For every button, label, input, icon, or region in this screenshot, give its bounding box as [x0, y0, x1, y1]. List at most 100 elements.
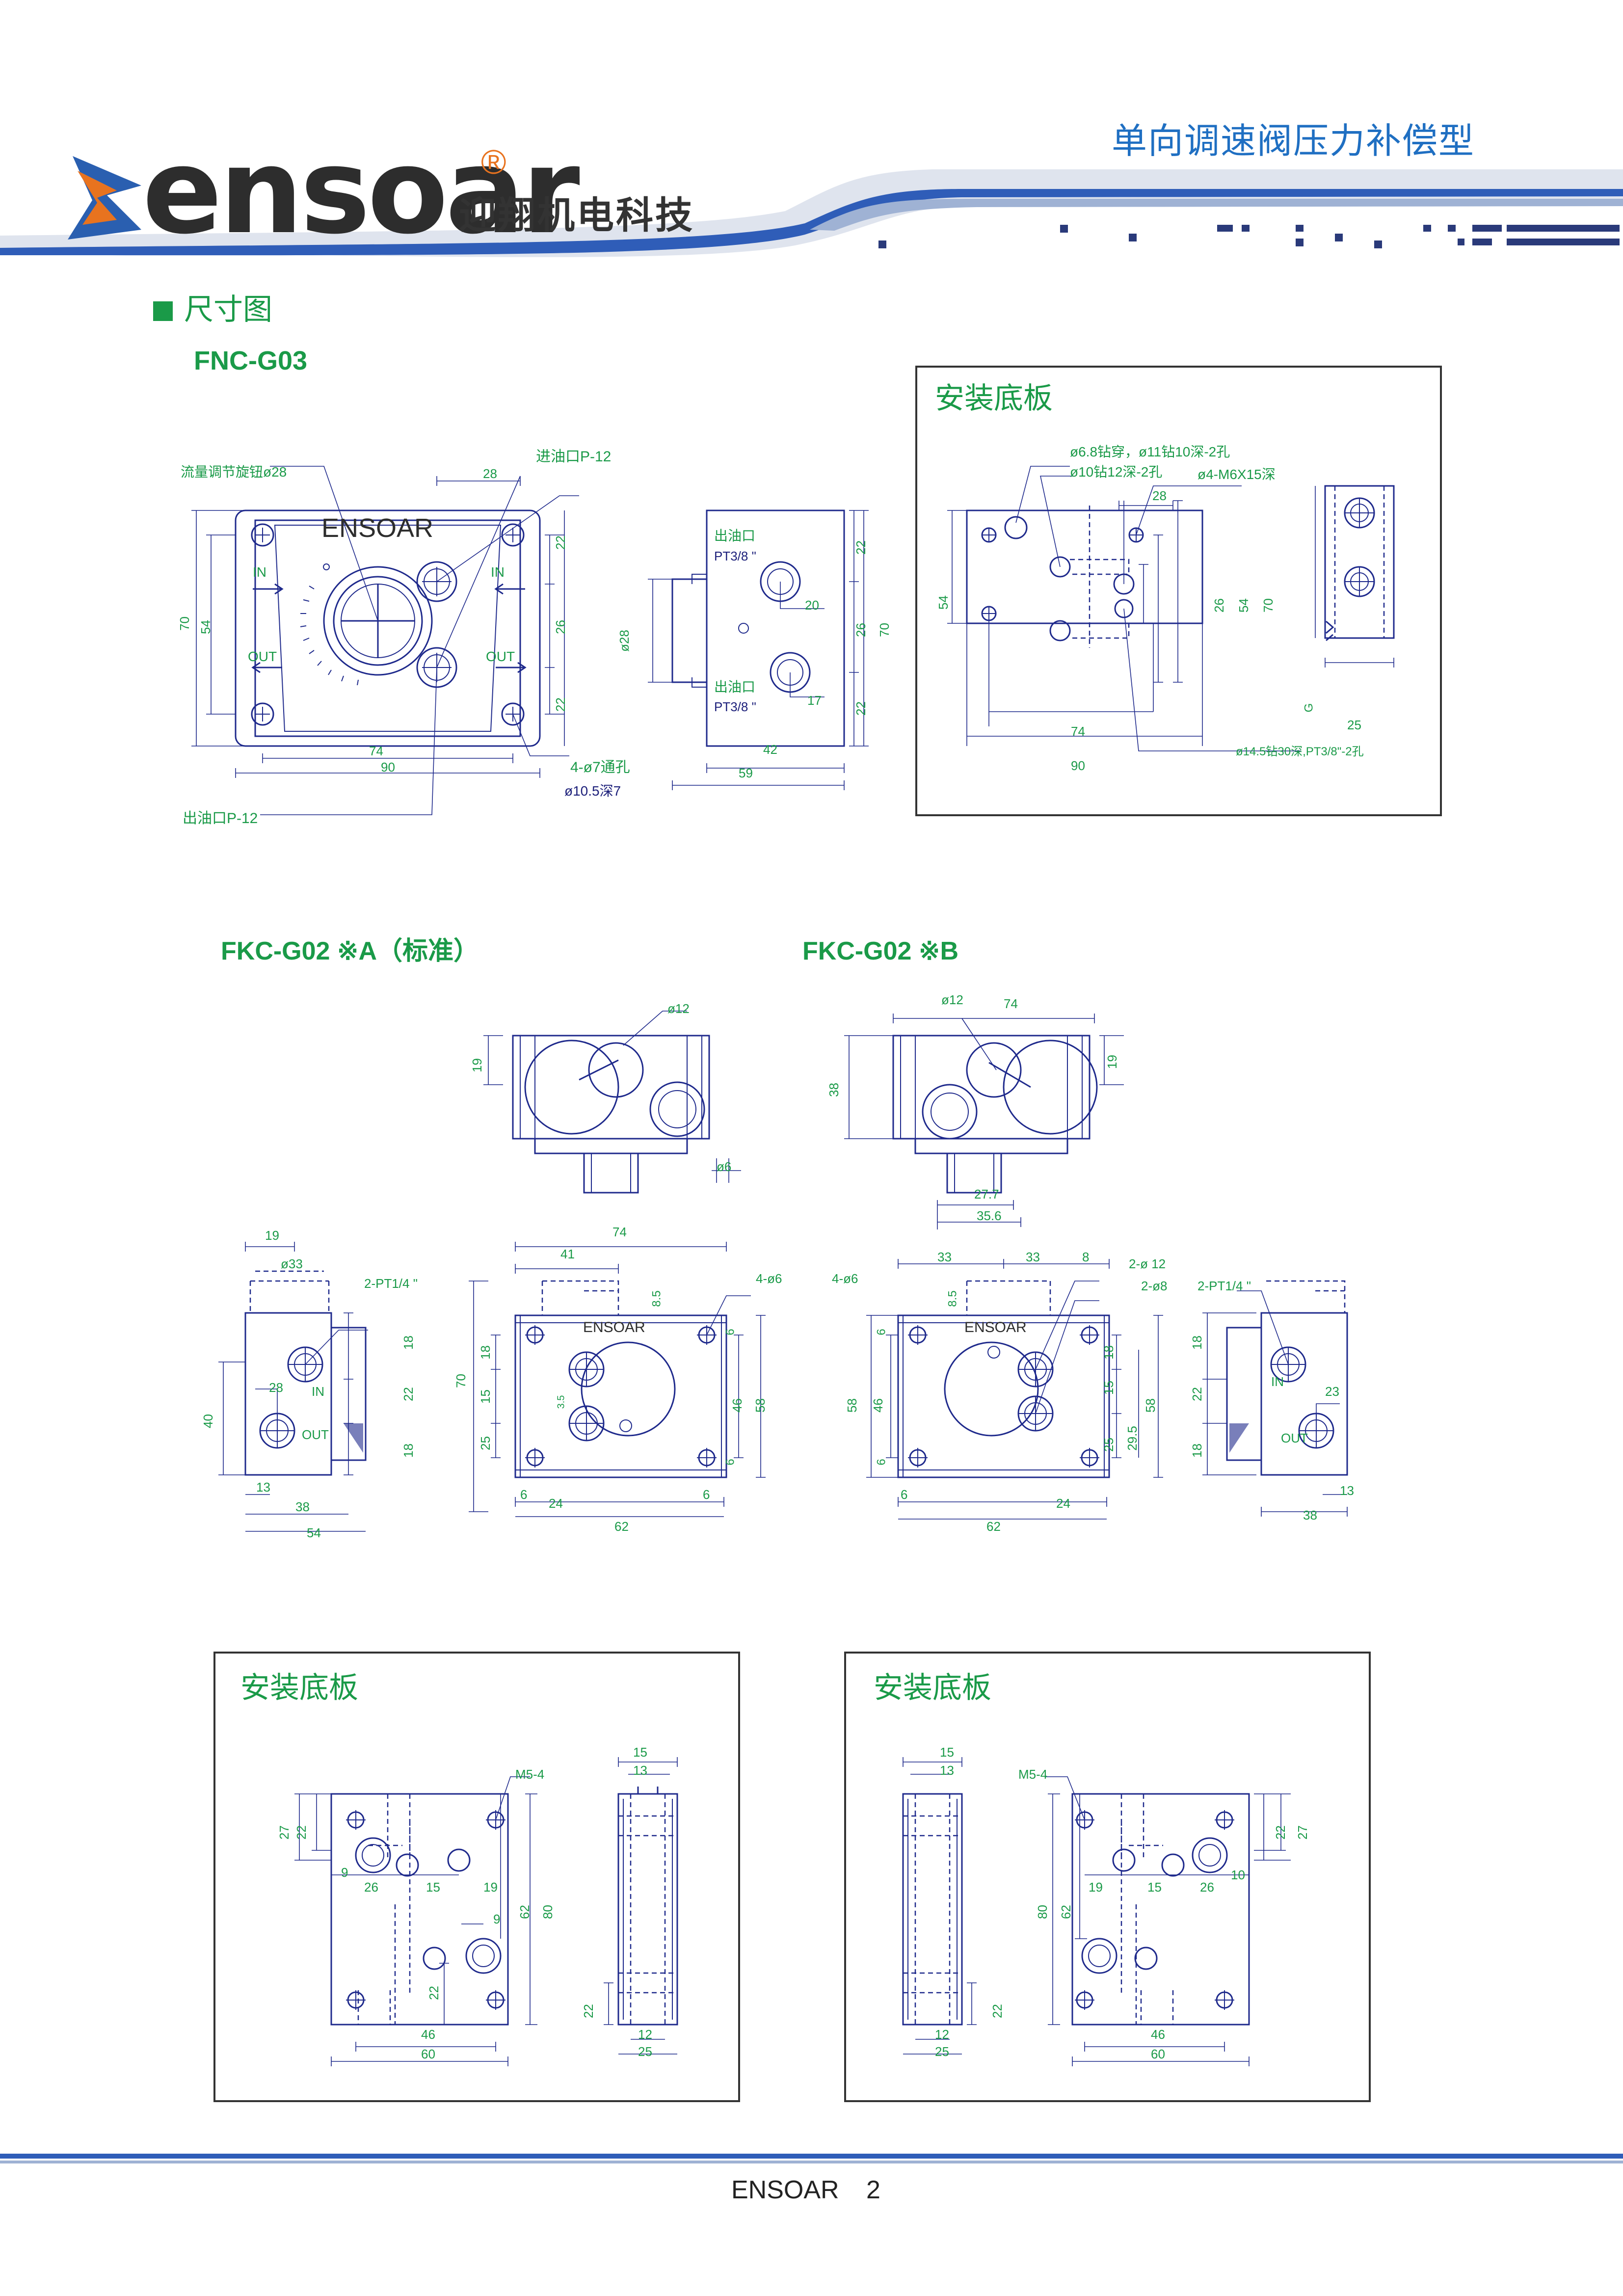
fkc-a-front-18: 18: [478, 1345, 493, 1360]
g03-dim-74: 74: [1071, 724, 1085, 739]
fkc-b-front-6a: 6: [875, 1329, 888, 1335]
base-b-dim-27: 27: [1295, 1825, 1310, 1840]
fkc-a-front-70: 70: [453, 1374, 468, 1388]
fkc-b-top-d12: ø12: [941, 992, 963, 1007]
g03-dim-54b: 54: [1236, 598, 1251, 613]
fnc-dim-22a: 22: [553, 535, 568, 550]
fnc-knob-label: 流量调节旋钮ø28: [181, 464, 287, 480]
drawing-base-plate-a: [294, 1757, 678, 2066]
fnc-dim-90: 90: [381, 760, 395, 774]
fkc-a-side-in: IN: [312, 1384, 324, 1399]
g03-note4: ø14.5钻30深,PT3/8"-2孔: [1236, 745, 1364, 758]
base-a-dim-9a: 9: [341, 1865, 348, 1880]
fnc-side-dim-17: 17: [807, 693, 822, 708]
drawing-fkc-a-top: [483, 1011, 741, 1194]
fkc-a-front-15: 15: [478, 1389, 493, 1404]
header-swoosh: [0, 169, 1623, 257]
fkc-b-side-out: OUT: [1281, 1431, 1308, 1445]
base-plate-b-title: 安装底板: [874, 1671, 991, 1704]
fkc-a-front-6c: 6: [520, 1487, 528, 1502]
fkc-b-front-33b: 33: [1026, 1250, 1040, 1264]
base-b-dim-62: 62: [1058, 1905, 1073, 1919]
model-fnc-g03: FNC-G03: [194, 346, 308, 375]
fkc-b-front-d12: 2-ø 12: [1129, 1256, 1166, 1271]
base-b-dim-46: 46: [1151, 2027, 1165, 2042]
base-b-dim-60: 60: [1151, 2047, 1165, 2061]
fnc-counterbore-label: ø10.5深7: [564, 783, 621, 799]
fkc-a-side-19: 19: [265, 1228, 279, 1243]
base-a-dim-26: 26: [364, 1880, 378, 1895]
base-a-side-12: 12: [638, 2027, 652, 2042]
fkc-b-front-24: 24: [1056, 1496, 1070, 1511]
footer-brand: ENSOAR: [731, 2176, 839, 2204]
base-plate-a-title: 安装底板: [240, 1671, 358, 1704]
fkc-b-side-38: 38: [1303, 1508, 1317, 1522]
brand-wordmark: ensoar: [142, 123, 580, 260]
fkc-b-side-23: 23: [1325, 1384, 1339, 1399]
fkc-b-side-in: IN: [1271, 1374, 1284, 1389]
fkc-a-front-24: 24: [549, 1496, 563, 1511]
base-b-side-15: 15: [940, 1745, 954, 1760]
fkc-a-front-62: 62: [614, 1519, 629, 1534]
fkc-b-front-brand: ENSOAR: [964, 1319, 1027, 1335]
base-a-side-13: 13: [633, 1763, 647, 1778]
model-fkc-b: FKC-G02 ※B: [802, 937, 959, 965]
base-a-dim-22a: 22: [293, 1825, 309, 1840]
fnc-dim-74: 74: [369, 744, 383, 758]
fkc-b-side-13: 13: [1340, 1483, 1354, 1498]
fnc-side-dim-20: 20: [805, 598, 819, 613]
fnc-side-dim-42: 42: [763, 742, 777, 757]
base-b-side-22: 22: [989, 2004, 1005, 2018]
footer-rule: [0, 2154, 1623, 2159]
g03-note1: ø6.8钻穿，ø11钻10深-2孔: [1070, 444, 1230, 459]
drawing-fkc-b-front: [866, 1259, 1163, 1520]
fnc-dim-26: 26: [553, 620, 568, 634]
section-bullet-icon: [153, 301, 173, 321]
g03-g-label: G: [1302, 703, 1316, 713]
base-b-side-13: 13: [940, 1763, 954, 1778]
fnc-side-dim-70: 70: [877, 623, 892, 637]
fkc-a-side-18b: 18: [400, 1443, 416, 1458]
fkc-a-front-6d: 6: [703, 1487, 710, 1502]
fkc-a-top-d12: ø12: [667, 1001, 690, 1016]
base-b-dim-26: 26: [1200, 1880, 1214, 1895]
fkc-b-top-35-6: 35.6: [977, 1208, 1002, 1223]
fkc-a-side-40: 40: [200, 1414, 215, 1428]
fkc-b-side-thread: 2-PT1/4 ": [1197, 1279, 1251, 1293]
drawing-fkc-a-side: [218, 1242, 368, 1532]
fnc-inlet-label: 进油口P-12: [536, 449, 612, 465]
fnc-side-dim-26: 26: [853, 623, 868, 637]
fkc-b-front-15: 15: [1101, 1381, 1116, 1395]
fnc-side-dim-22b: 22: [853, 701, 868, 716]
fkc-a-front-6a: 6: [723, 1329, 737, 1335]
fkc-a-side-out: OUT: [302, 1427, 329, 1442]
fkc-a-front-brand: ENSOAR: [583, 1319, 645, 1335]
fnc-thread-2: PT3/8 ": [714, 699, 756, 714]
fkc-a-side-28: 28: [269, 1380, 283, 1395]
base-a-dim-60: 60: [421, 2047, 435, 2061]
fkc-a-top-19: 19: [469, 1058, 484, 1072]
fkc-a-front-74: 74: [612, 1225, 627, 1239]
g03-dim-90: 90: [1071, 758, 1085, 773]
company-name: 迎翔机电科技: [459, 195, 694, 237]
fkc-b-front-8-5: 8.5: [946, 1290, 959, 1307]
fkc-a-side-54: 54: [307, 1525, 321, 1540]
fkc-b-front-46: 46: [870, 1398, 885, 1413]
drawing-fnc-g03-front: [191, 466, 579, 815]
base-a-dim-27: 27: [276, 1825, 292, 1840]
fkc-b-front-62: 62: [986, 1519, 1001, 1534]
base-plate-g03-title: 安装底板: [935, 382, 1053, 415]
drawing-fkc-b-top: [844, 1014, 1124, 1229]
g03-note2: ø10钻12深-2孔: [1070, 464, 1163, 480]
base-b-dim-15: 15: [1147, 1880, 1162, 1895]
fnc-d28-label: ø28: [616, 630, 632, 652]
fkc-b-side-22: 22: [1189, 1387, 1204, 1401]
fkc-b-side-18b: 18: [1189, 1443, 1204, 1458]
fkc-b-front-58a: 58: [844, 1398, 859, 1413]
base-a-m5: M5-4: [515, 1767, 545, 1782]
fkc-b-top-38: 38: [826, 1083, 841, 1097]
fnc-outlet-label: 出油口P-12: [183, 810, 258, 827]
fkc-a-front-8-5: 8.5: [650, 1290, 664, 1307]
fnc-out-right: OUT: [486, 649, 515, 664]
fkc-a-front-41: 41: [560, 1247, 575, 1261]
